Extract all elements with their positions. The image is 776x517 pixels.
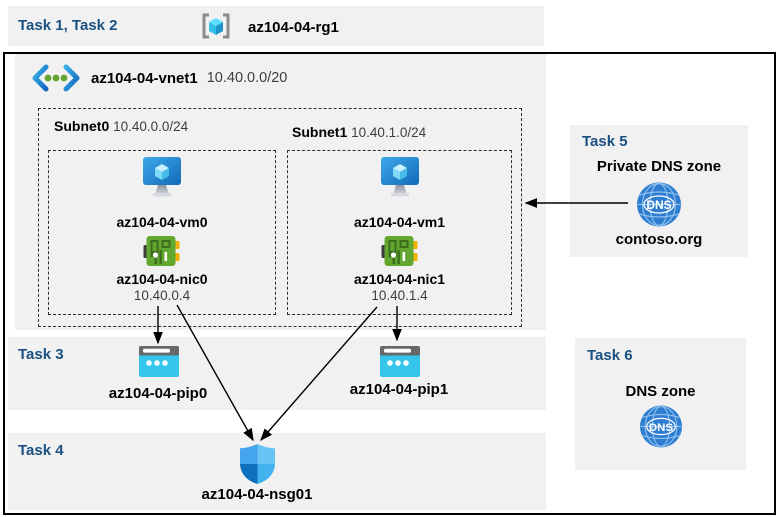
subnet1-label: Subnet1 10.40.1.0/24 [292,124,426,140]
vnet-name: az104-04-vnet1 [91,69,198,87]
dns-globe-icon: DNS [637,182,682,227]
top-band: Task 1, Task 2 az104-04-rg1 [8,6,544,46]
vnet-header: az104-04-vnet1 10.40.0.0/20 [30,63,287,93]
pip0-name: az104-04-pip0 [108,385,208,402]
virtual-machine-icon [380,157,419,198]
nic-ip: 10.40.0.4 [133,288,191,303]
task-1-2-heading: Task 1, Task 2 [18,17,118,34]
vm-name: az104-04-vm1 [353,214,446,230]
private-dns-zone-title: Private DNS zone [596,158,722,175]
virtual-network-icon [30,64,82,92]
nsg-name: az104-04-nsg01 [201,486,313,503]
task6-card: Task 6 DNS zone DNS [575,338,746,470]
subnet1-box: az104-04-vm1 az104-04-nic1 10.40.1.4 [287,150,512,315]
nic-icon [381,236,418,267]
virtual-machine-icon [143,157,181,198]
nic-name: az104-04-nic1 [353,271,446,287]
nsg-shield-icon [240,444,275,484]
subnet1-cidr: 10.40.1.0/24 [351,125,427,140]
pip1-name: az104-04-pip1 [349,381,449,398]
vnet-cidr: 10.40.0.0/20 [206,70,288,86]
subnet0-name: Subnet0 [54,118,110,134]
resource-group-name: az104-04-rg1 [248,19,339,36]
task5-card: Task 5 Private DNS zone DNS contoso.org [570,125,748,257]
task4-heading: Task 4 [18,442,64,459]
subnet0-label: Subnet0 10.40.0.0/24 [54,118,188,134]
task6-heading: Task 6 [587,347,633,364]
vm-name: az104-04-vm0 [116,214,208,230]
task4-band: Task 4 az104-04-nsg01 [8,433,546,510]
dns-globe-icon: DNS [639,405,682,448]
public-ip-icon [380,346,420,377]
private-dns-zone-name: contoso.org [615,231,703,248]
nic-icon [143,236,181,267]
subnet1-name: Subnet1 [292,124,348,140]
dns-text: DNS [646,198,671,212]
resource-group-icon [200,12,232,40]
public-ip-icon [139,346,179,377]
subnet0-cidr: 10.40.0.0/24 [113,119,189,134]
task3-band: Task 3 az104-04-pip0 az104-04-pip1 [8,337,546,410]
dns-zone-title: DNS zone [625,383,696,400]
dns-text: DNS [648,422,673,434]
task3-heading: Task 3 [18,346,64,363]
subnet0-box: az104-04-vm0 az104-04-nic0 10.40.0.4 [48,150,276,315]
nic-name: az104-04-nic0 [116,271,208,287]
task5-heading: Task 5 [582,133,628,150]
nic-ip: 10.40.1.4 [371,288,428,303]
vnet-region [15,54,546,330]
